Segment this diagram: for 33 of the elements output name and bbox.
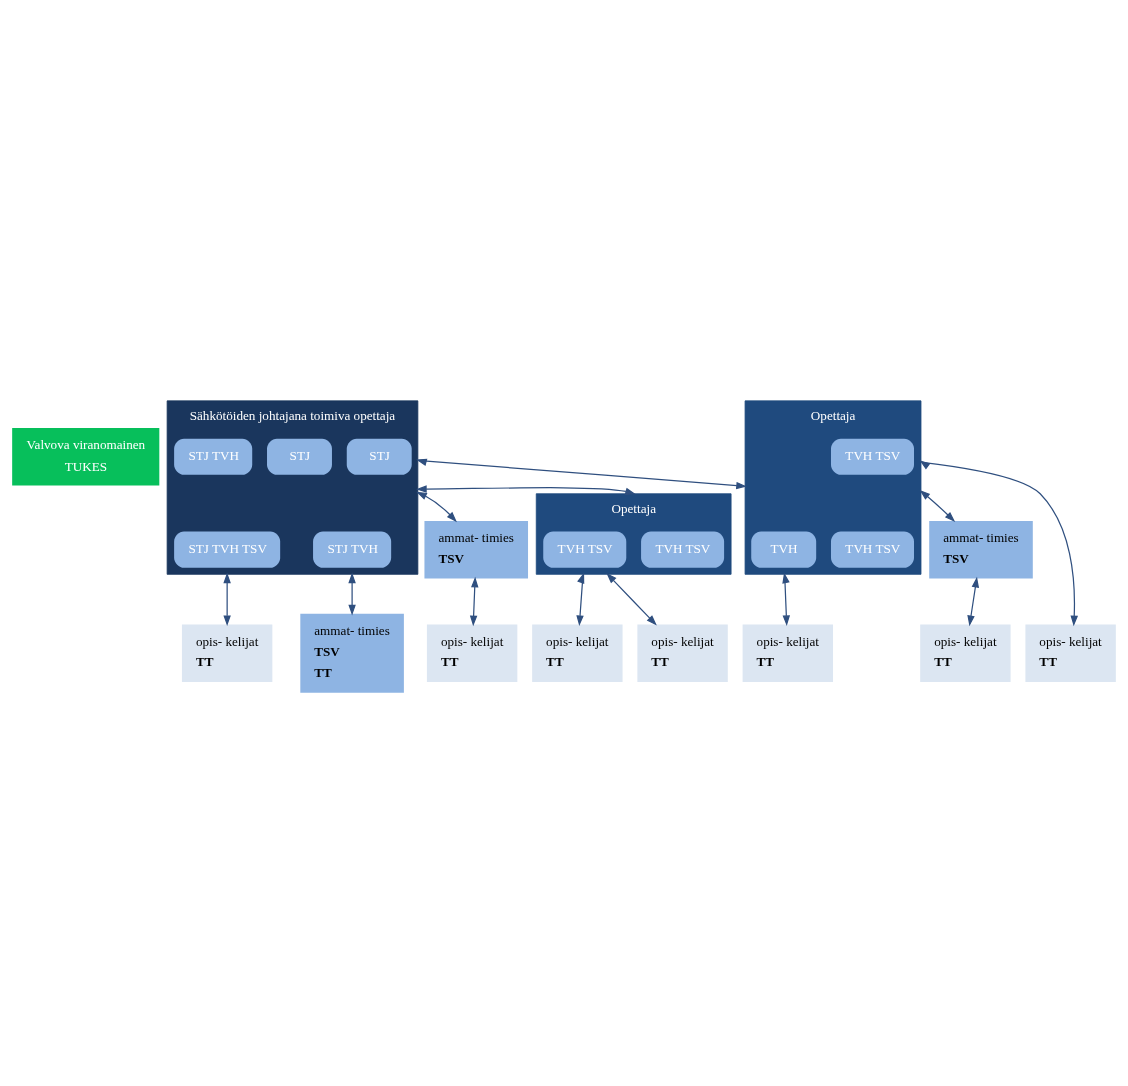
node-box: STJ xyxy=(346,438,412,475)
node-box: Valvova viranomainen TUKES xyxy=(12,427,160,486)
arrow xyxy=(606,572,657,626)
node-box: opis- kelijat TT xyxy=(742,624,834,682)
node-box: ammat- timies TSV TT xyxy=(300,613,404,693)
arrow xyxy=(348,571,356,615)
arrow xyxy=(416,491,457,522)
node-box: ammat- timies TSV xyxy=(929,520,1033,578)
node-box: opis- kelijat TT xyxy=(181,624,273,682)
node-box: TVH TSV xyxy=(831,438,914,475)
node-box: ammat- timies TSV xyxy=(424,520,529,578)
arrow xyxy=(967,576,980,626)
arrow xyxy=(416,484,636,495)
node-box: STJ TVH xyxy=(313,531,392,568)
node-box: opis- kelijat TT xyxy=(920,624,1011,682)
arrow xyxy=(576,572,585,626)
node-box: STJ TVH xyxy=(174,438,253,475)
node-box: TVH xyxy=(751,531,817,568)
node-box: opis- kelijat TT xyxy=(1025,624,1116,682)
node-box: TVH TSV xyxy=(831,531,914,568)
node-box: STJ TVH TSV xyxy=(174,531,281,568)
node-box: opis- kelijat TT xyxy=(637,624,728,682)
arrow xyxy=(919,459,1078,626)
node-box: TVH TSV xyxy=(543,531,627,568)
node-box: TVH TSV xyxy=(641,531,725,568)
node-box: opis- kelijat TT xyxy=(532,624,623,682)
arrow xyxy=(416,458,747,489)
arrow xyxy=(782,572,791,626)
arrow xyxy=(223,571,231,626)
node-box: opis- kelijat TT xyxy=(426,624,518,682)
arrow xyxy=(919,489,956,522)
arrow xyxy=(469,576,479,626)
node-box: STJ xyxy=(267,438,332,475)
